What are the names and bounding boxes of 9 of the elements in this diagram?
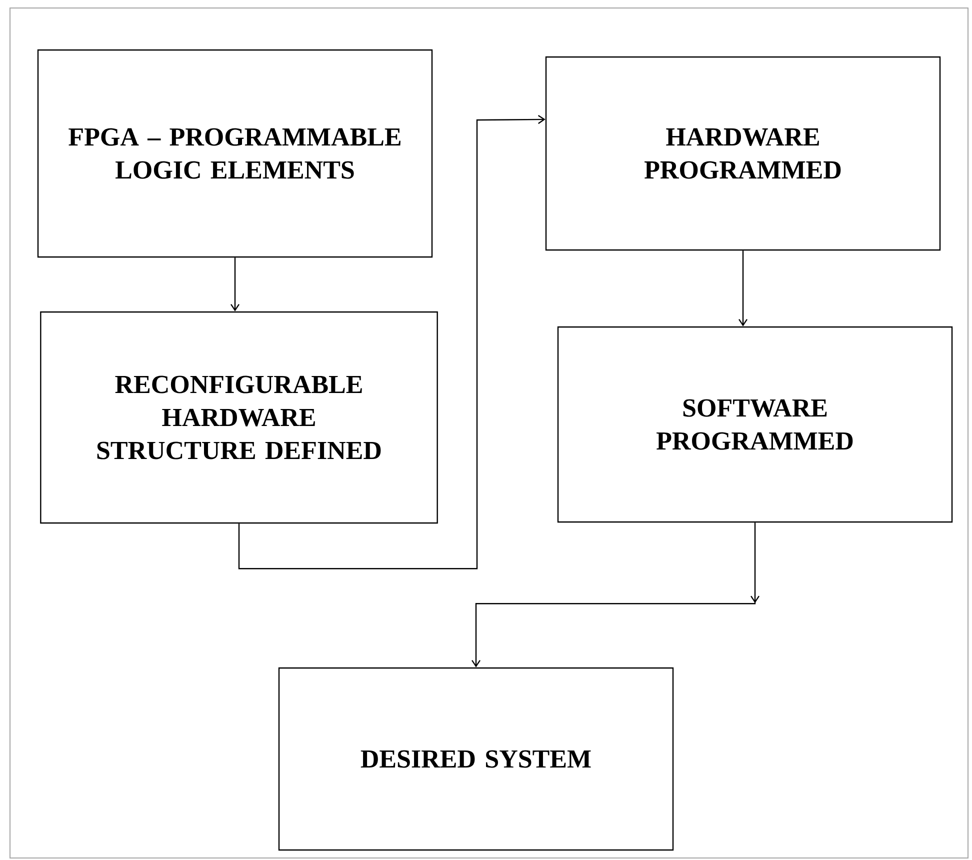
arrow — [238, 114, 546, 570]
process-box: SOFTWARE PROGRAMMED — [557, 326, 953, 523]
process-box: RECONFIGURABLE HARDWARE STRUCTURE DEFINED — [40, 311, 438, 524]
process-box: DESIRED SYSTEM — [278, 667, 674, 851]
arrow — [738, 250, 748, 326]
arrow — [472, 522, 760, 668]
arrow — [230, 258, 240, 312]
process-box: FPGA – PROGRAMMABLE LOGIC ELEMENTS — [37, 49, 433, 258]
process-box: HARDWARE PROGRAMMED — [545, 56, 941, 251]
